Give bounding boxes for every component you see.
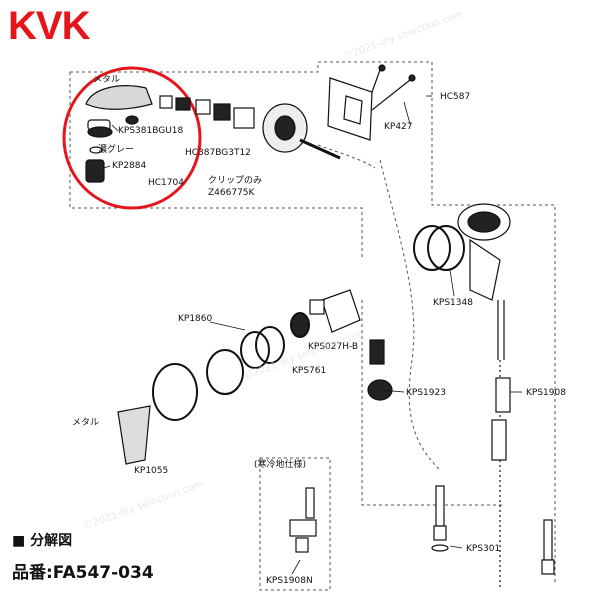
diagram-title: ■ 分解図 — [12, 533, 73, 549]
mixer-body-part — [457, 203, 511, 590]
wall-bracket-part — [327, 64, 416, 141]
label-clip-only: クリップのみ — [208, 176, 263, 186]
label-hc1704: HC1704 — [148, 178, 184, 188]
label-kps301: KPS301 — [466, 544, 501, 554]
label-cold-region: (寒冷地仕様) — [254, 460, 307, 470]
label-kps1908: KPS1908 — [526, 388, 566, 398]
label-kps1348: KPS1348 — [433, 298, 473, 308]
label-z466775k: Z466775K — [208, 188, 255, 198]
label-kps761: KPS761 — [292, 366, 327, 376]
label-hc387bg3t12: HC387BG3T12 — [185, 148, 251, 158]
kvk-logo: KVK — [8, 4, 90, 48]
cartridge-part — [309, 289, 385, 365]
label-metal-top: メタル — [93, 75, 121, 85]
label-kp427: KP427 — [384, 122, 413, 132]
handle-part — [117, 405, 151, 465]
leader-lines — [103, 95, 522, 575]
label-gray: 濃グレー — [98, 145, 135, 155]
label-kps1923: KPS1923 — [406, 388, 446, 398]
label-kp1055: KP1055 — [134, 466, 169, 476]
label-kps381bgu18: KPS381BGU18 — [118, 126, 184, 136]
kp1860-rings — [152, 312, 310, 421]
cold-region-fitting — [289, 487, 317, 553]
highlight-circle — [62, 66, 202, 210]
label-kps027hb: KPS027H-B — [308, 342, 359, 352]
label-metal-handle: メタル — [72, 418, 100, 428]
kps1348-rings — [413, 225, 465, 271]
label-kps1908n: KPS1908N — [266, 576, 313, 586]
part-number: 品番:FA547-034 — [12, 563, 154, 583]
label-hc587: HC587 — [440, 92, 471, 102]
spray-head-part — [85, 85, 153, 183]
label-kp1860: KP1860 — [178, 314, 213, 324]
label-kp2884: KP2884 — [112, 161, 147, 171]
bottom-fittings — [431, 485, 555, 575]
hose-assembly — [159, 95, 341, 160]
